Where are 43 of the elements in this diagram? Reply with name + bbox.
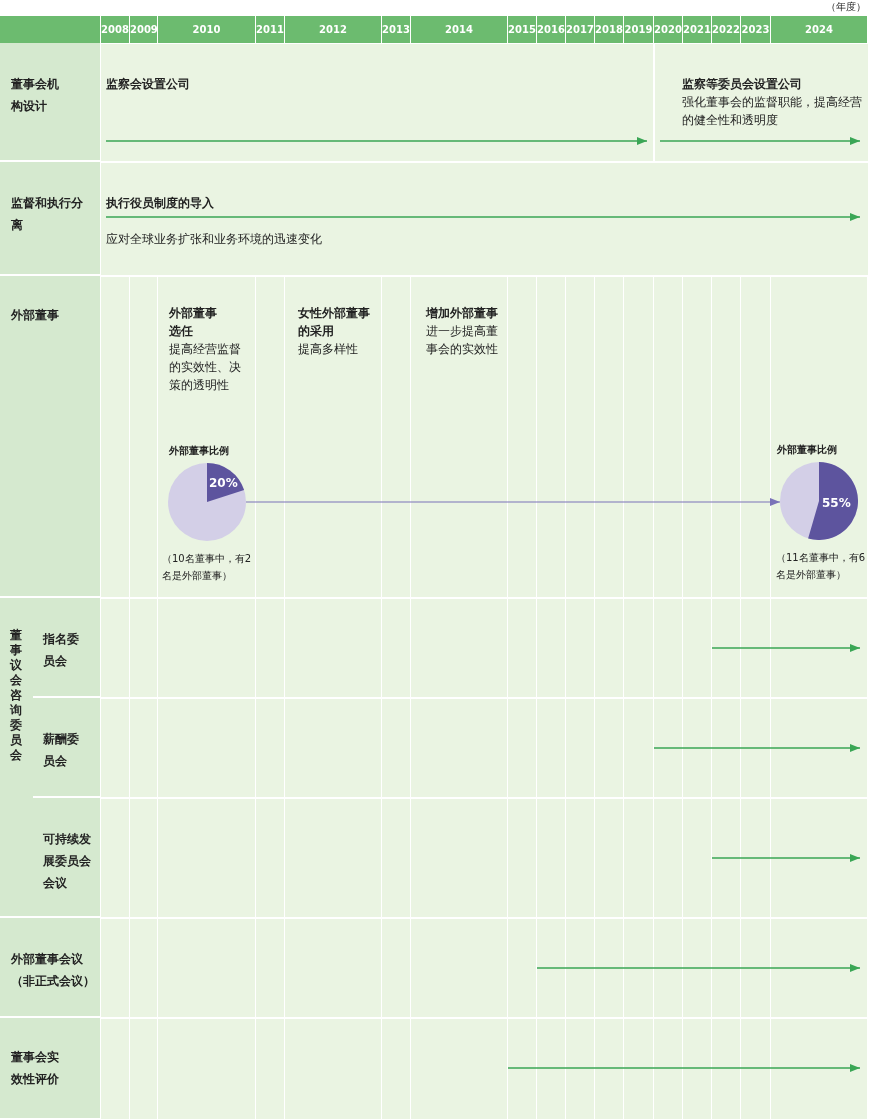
year-header: 2014 — [411, 16, 507, 43]
year-header: 2020 — [654, 16, 682, 43]
percent-label: 55% — [822, 496, 851, 510]
year-header: 2022 — [712, 16, 740, 43]
row-header: 外部董事 — [0, 276, 100, 596]
chart-note: （10名董事中，有2名是外部董事） — [162, 552, 253, 583]
event-heading: 女性外部董事的采用 — [298, 305, 371, 340]
event-heading: 监察会设置公司 — [106, 76, 191, 93]
year-header: 2010 — [158, 16, 255, 43]
year-header: 2021 — [683, 16, 711, 43]
event-text: 进一步提高董事会的实效性 — [426, 323, 499, 358]
event-text: 强化董事会的监督职能，提高经营的健全性和透明度 — [682, 94, 862, 129]
event-heading: 监察等委员会设置公司 — [682, 76, 803, 93]
row-header: 董事会机构设计 — [0, 43, 100, 160]
row-header: 外部董事会议（非正式会议） — [0, 918, 100, 1016]
year-header: 2018 — [595, 16, 623, 43]
year-header: 2024 — [771, 16, 867, 43]
event-heading: 增加外部董事 — [426, 305, 499, 322]
year-header: 2023 — [741, 16, 770, 43]
percent-label: 20% — [209, 476, 238, 490]
chart-title: 外部董事比例 — [169, 444, 229, 458]
chart-title: 外部董事比例 — [777, 443, 837, 457]
year-header: 2019 — [624, 16, 653, 43]
row-header: 监督和执行分离 — [0, 162, 100, 274]
event-heading: 执行役员制度的导入 — [106, 195, 215, 212]
year-header: 2012 — [285, 16, 381, 43]
row-header: 董事会实效性评价 — [0, 1018, 100, 1118]
row-header-label: 董事议会咨询委员会 — [10, 628, 23, 763]
row-header-group — [0, 598, 100, 916]
event-text: 应对全球业务扩张和业务环境的迅速变化 — [106, 231, 323, 248]
year-header: 2016 — [537, 16, 565, 43]
year-header: 2017 — [566, 16, 594, 43]
year-header: 2011 — [256, 16, 284, 43]
unit-label: （年度） — [826, 0, 866, 14]
event-text: 提高经营监督的实效性、决策的透明性 — [169, 341, 242, 394]
chart-note: （11名董事中，有6名是外部董事） — [776, 551, 867, 582]
year-header: 2013 — [382, 16, 410, 43]
year-header: 2015 — [508, 16, 536, 43]
event-text: 提高多样性 — [298, 341, 359, 358]
arrow — [245, 498, 781, 506]
event-heading: 外部董事选任 — [169, 305, 218, 340]
year-header: 2009 — [130, 16, 157, 43]
year-header: 2008 — [101, 16, 129, 43]
